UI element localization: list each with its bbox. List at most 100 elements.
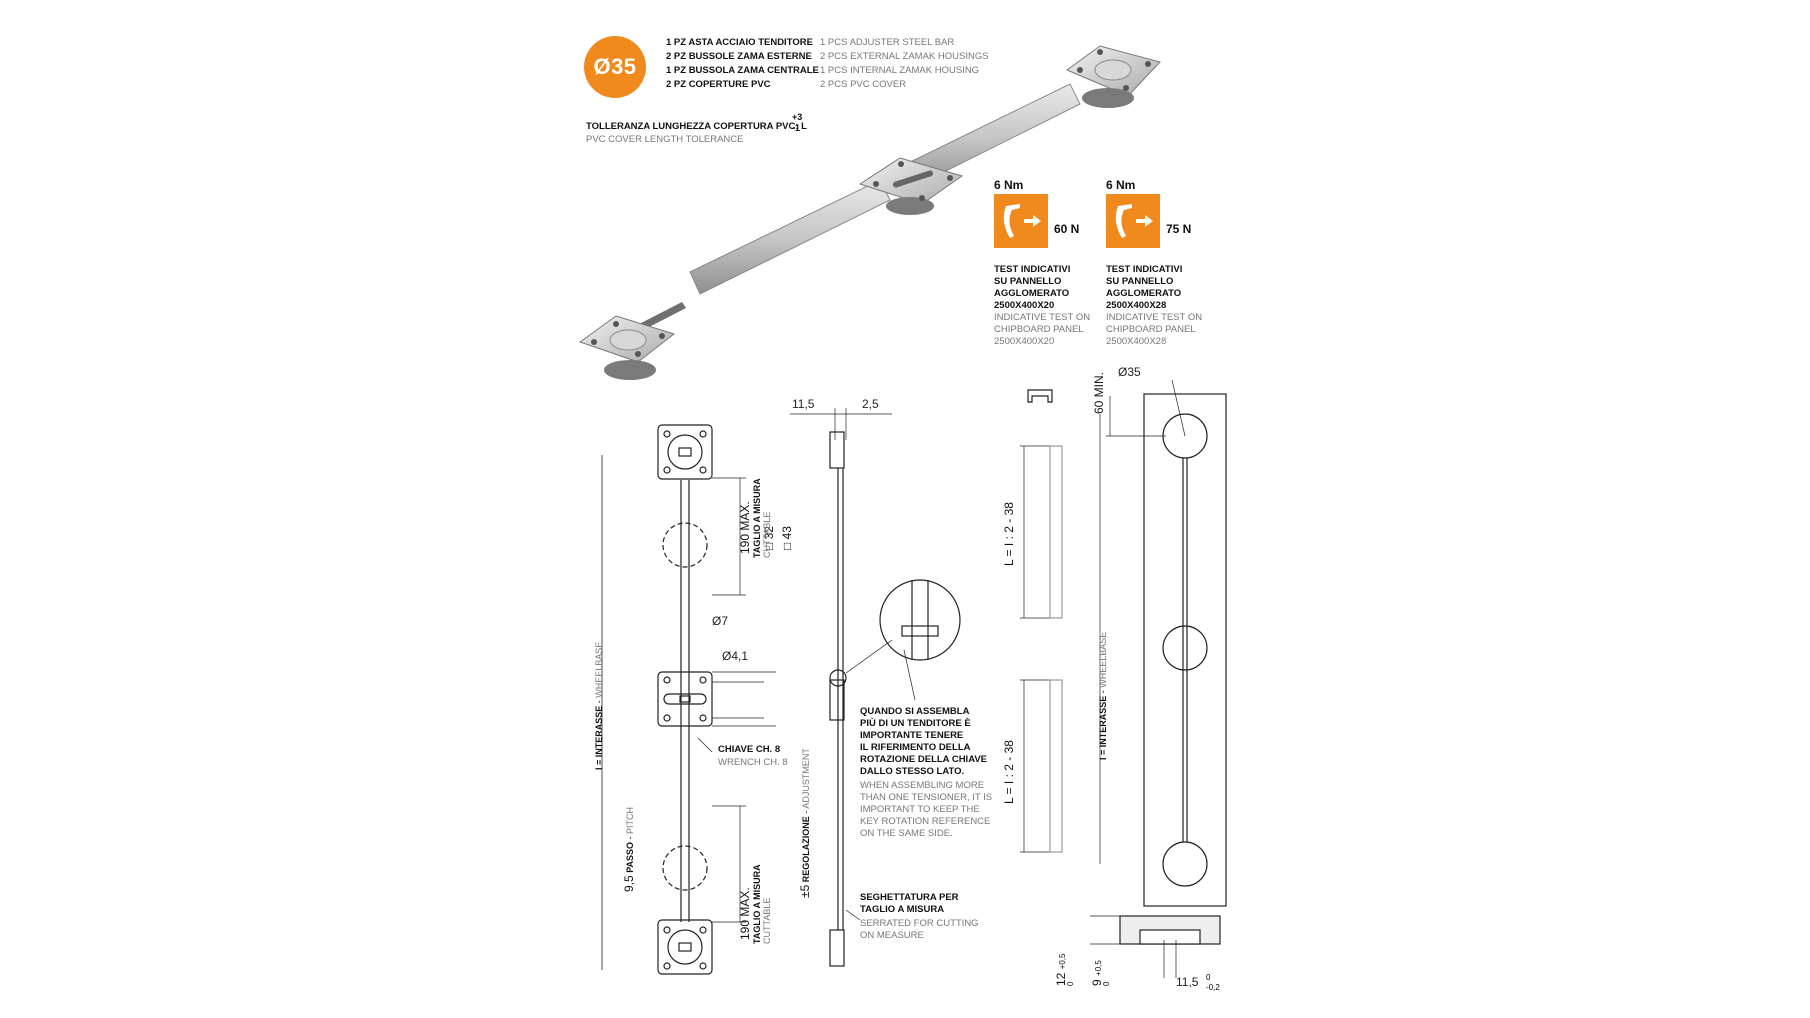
adjust-value: ±5 <box>798 884 812 898</box>
serrated-line: SEGHETTATURA PER <box>860 892 959 903</box>
bottom-plate <box>578 315 676 380</box>
note-line: PIÙ DI UN TENDITORE È <box>860 718 971 729</box>
pitch-it: PASSO <box>625 841 635 873</box>
component-en-3: 1 PCS INTERNAL ZAMAK HOUSING <box>820 65 980 76</box>
test1-torque: 6 Nm <box>994 178 1024 192</box>
front-view-drawing: Ø7 Ø4,1 <box>601 424 776 975</box>
test2-it-line: AGGLOMERATO <box>1106 288 1182 299</box>
test1-icon <box>994 194 1048 248</box>
cut-it: TAGLIO A MISURA <box>752 864 762 944</box>
test1-it-line: AGGLOMERATO <box>994 288 1070 299</box>
side-view-drawing: 11,5 2,5 <box>790 397 961 967</box>
top-plate <box>1065 45 1161 108</box>
product-3d-illustration <box>578 45 1161 380</box>
cut-en: CUTTABLE <box>762 511 772 558</box>
test1-it: TEST INDICATIVI SU PANNELLO AGGLOMERATO … <box>994 264 1070 312</box>
wheelbase-label-2: I = INTERASSE - WHEELBASE <box>1098 631 1108 760</box>
serrated-it: SEGHETTATURA PER TAGLIO A MISURA <box>860 892 959 916</box>
note-line: DALLO STESSO LATO. <box>860 766 965 777</box>
pitch-label: 9,5 PASSO - PITCH <box>622 806 636 892</box>
serrated-line: ON MEASURE <box>860 930 924 941</box>
test2-it-line: SU PANNELLO <box>1106 276 1174 287</box>
components-en: 1 PCS ADJUSTER STEEL BAR 2 PCS EXTERNAL … <box>820 36 989 92</box>
note-line: QUANDO SI ASSEMBLA <box>860 706 970 717</box>
center-plate <box>858 157 964 215</box>
component-it-2: 2 PZ BUSSOLE ZAMA ESTERNE <box>666 51 812 62</box>
cut-en: CUTTABLE <box>762 897 772 944</box>
dim-d7: Ø7 <box>712 614 728 628</box>
note-line: IL RIFERIMENTO DELLA <box>860 742 971 753</box>
tolerance-sub: -1 <box>792 123 801 133</box>
pitch-en: PITCH <box>625 806 635 834</box>
component-en-2: 2 PCS EXTERNAL ZAMAK HOUSINGS <box>820 51 989 62</box>
wrench-force-icon <box>1003 204 1041 238</box>
test2-torque: 6 Nm <box>1106 178 1136 192</box>
wrench-it: CHIAVE CH. 8 <box>718 744 781 755</box>
wheelbase-it: I = INTERASSE <box>1098 695 1108 760</box>
serrated-line: TAGLIO A MISURA <box>860 904 945 915</box>
dim-25: 2,5 <box>862 397 879 411</box>
pitch-value: 9,5 <box>622 875 636 892</box>
dim-d35: Ø35 <box>1118 365 1141 379</box>
serrated-line: SERRATED FOR CUTTING <box>860 918 979 929</box>
test1-it-line: 2500X400X20 <box>994 300 1055 311</box>
dim-12-tol: 0 <box>1066 981 1075 986</box>
tolerance-en: PVC COVER LENGTH TOLERANCE <box>586 134 744 145</box>
component-en-4: 2 PCS PVC COVER <box>820 79 907 90</box>
wheelbase-it: I = INTERASSE <box>594 705 604 770</box>
wheelbase-en: WHEELBASE <box>594 641 604 698</box>
pvc-length-1: L = I : 2 - 38 <box>1002 502 1016 566</box>
pvc-cover-drawing <box>1020 389 1063 853</box>
note-line: ROTAZIONE DELLA CHIAVE <box>860 754 988 765</box>
adjust-en: ADJUSTMENT <box>801 748 811 809</box>
note-line: THAN ONE TENSIONER, IT IS <box>860 792 993 803</box>
tolerance-it: TOLLERANZA LUNGHEZZA COPERTURA PVC: L <box>586 120 807 134</box>
component-en-1: 1 PCS ADJUSTER STEEL BAR <box>820 37 955 48</box>
wrench-en: WRENCH CH. 8 <box>718 757 788 768</box>
component-it-3: 1 PZ BUSSOLA ZAMA CENTRALE <box>666 65 819 76</box>
assembly-note-en: WHEN ASSEMBLING MORE THAN ONE TENSIONER,… <box>860 780 992 840</box>
dim-d41: Ø4,1 <box>722 649 748 663</box>
test2-en: INDICATIVE TEST ON CHIPBOARD PANEL 2500X… <box>1106 312 1202 348</box>
diameter-badge: Ø35 <box>584 36 646 98</box>
assembly-note-it: QUANDO SI ASSEMBLA PIÙ DI UN TENDITORE È… <box>860 706 987 778</box>
adjust-it: REGOLAZIONE <box>801 816 811 883</box>
tolerance-label: TOLLERANZA LUNGHEZZA COPERTURA PVC: L <box>586 121 807 132</box>
note-line: KEY ROTATION REFERENCE <box>860 816 991 827</box>
test1-en-line: 2500X400X20 <box>994 336 1055 347</box>
component-it-1: 1 PZ ASTA ACCIAIO TENDITORE <box>666 37 813 48</box>
adjust-label: ±5 REGOLAZIONE - ADJUSTMENT <box>798 748 812 898</box>
dim-190-bottom: 190 max. <box>738 887 752 940</box>
cut-it: TAGLIO A MISURA <box>752 478 762 558</box>
test1-en: INDICATIVE TEST ON CHIPBOARD PANEL 2500X… <box>994 312 1090 348</box>
dim-12-tol-up: +0,5 <box>1058 953 1067 970</box>
test2-en-line: CHIPBOARD PANEL <box>1106 324 1196 335</box>
test1-it-line: TEST INDICATIVI <box>994 264 1071 275</box>
test2-en-line: 2500X400X28 <box>1106 336 1167 347</box>
note-line: WHEN ASSEMBLING MORE <box>860 780 985 791</box>
note-line: IMPORTANT TO KEEP THE <box>860 804 980 815</box>
dim-9-tol-up: +0,5 <box>1094 960 1103 976</box>
dim-9-tol: 0 <box>1102 981 1111 986</box>
test2-it-line: 2500X400X28 <box>1106 300 1167 311</box>
dim-60min: 60 min. <box>1092 371 1106 414</box>
dim-115-tol-up: 0 <box>1206 973 1211 982</box>
tolerance-sup: +3 <box>792 112 803 122</box>
note-line: ON THE SAME SIDE. <box>860 828 953 839</box>
test2-it: TEST INDICATIVI SU PANNELLO AGGLOMERATO … <box>1106 264 1182 312</box>
test2-icon <box>1106 194 1160 248</box>
test1-en-line: CHIPBOARD PANEL <box>994 324 1084 335</box>
dim-115: 11,5 <box>792 397 815 411</box>
dim-115-tol-lo: -0,2 <box>1206 983 1220 992</box>
test2-en-line: INDICATIVE TEST ON <box>1106 312 1203 323</box>
test2-it-line: TEST INDICATIVI <box>1106 264 1183 275</box>
test1-it-line: SU PANNELLO <box>994 276 1062 287</box>
note-line: IMPORTANTE TENERE <box>860 730 964 741</box>
tolerance-values: +3 -1 <box>792 112 802 134</box>
test1-en-line: INDICATIVE TEST ON <box>994 312 1091 323</box>
panel-template-drawing: Ø35 11,5 0 -0,2 <box>1090 365 1227 992</box>
test1-force: 60 N <box>1054 222 1080 236</box>
wheelbase-en: WHEELBASE <box>1098 631 1108 688</box>
